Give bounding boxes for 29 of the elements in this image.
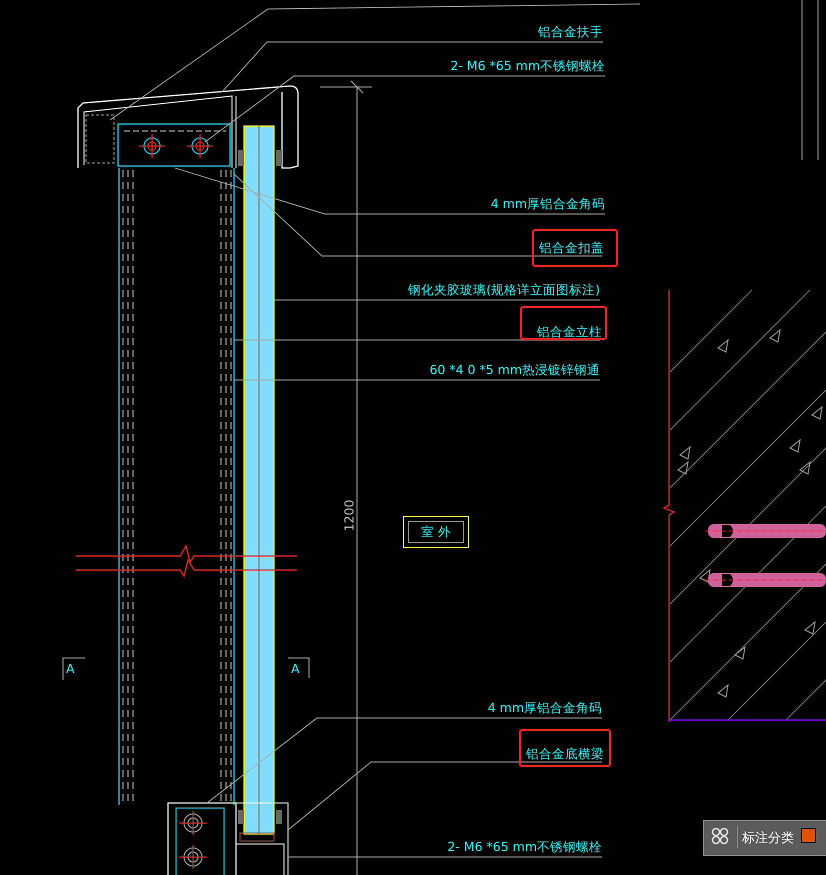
part-label: 铝合金扶手 [460,22,603,42]
highlight-box [519,729,611,767]
dimension-text: 1200 [341,500,356,532]
part-label: 4 mm厚铝合金角码 [430,698,602,718]
part-label: 铝合金扣盖 [539,238,604,258]
leader-line [204,76,606,142]
bottom-beam-drawing [167,802,288,875]
section-label: A [291,661,300,676]
part-label: 60 *4 0 *5 mm热浸镀锌钢通 [390,360,600,380]
leader-line [206,718,602,804]
mullion-drawing [118,168,235,806]
part-label: 2- M6 *65 mm不锈钢螺栓 [400,56,605,76]
section-label: A [66,661,75,676]
label-frame [403,516,469,548]
part-label: 钢化夹胶玻璃(规格详立面图标注) [380,280,600,300]
leader-line [288,856,602,858]
glass-panel-drawing [243,125,275,835]
part-label: 4 mm厚铝合金角码 [430,194,605,214]
handrail-drawing [77,85,299,169]
toolbar-label: 标注分类 [742,830,794,847]
part-label: 2- M6 *65 mm不锈钢螺栓 [400,837,602,857]
part-label: 铝合金立柱 [527,322,602,342]
leader-line [110,4,640,120]
highlight-box [532,229,618,267]
area-label: 室 外 [421,524,451,540]
leader-line [222,42,604,92]
part-label: 铝合金底横梁 [522,744,604,764]
leader-line [174,168,606,214]
highlight-box [520,306,607,340]
